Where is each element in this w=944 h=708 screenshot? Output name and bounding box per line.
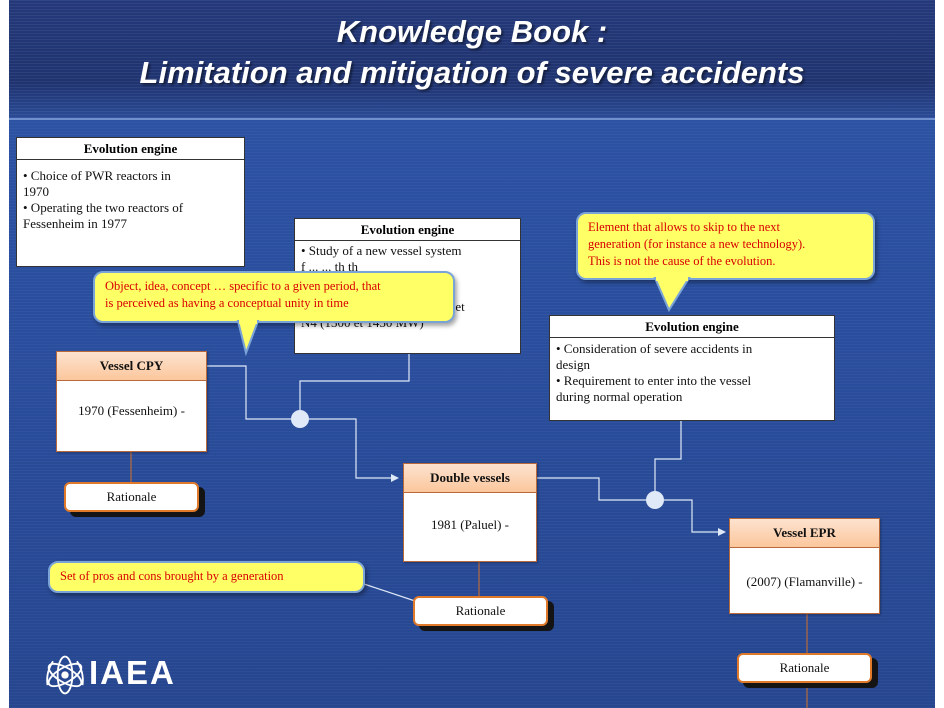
engine-item: • Choice of PWR reactors in [23, 168, 171, 183]
engine-item: f ... ... th th [301, 259, 359, 274]
generation-name: Vessel CPY [57, 352, 206, 381]
header-separator [9, 118, 935, 120]
engine-item: design [556, 357, 590, 372]
engine-item: • Operating the two reactors of [23, 200, 184, 215]
slide: Knowledge Book : Limitation and mitigati… [9, 0, 935, 708]
connector-double-to-epr [537, 477, 724, 533]
callout-line: Element that allows to skip to the next [588, 220, 780, 234]
engine-item: 1970 [23, 184, 49, 199]
generation-double-vessels: Double vessels 1981 (Paluel) - [403, 463, 537, 562]
callout-rationale: Set of pros and cons brought by a genera… [48, 561, 365, 593]
callout-engine: Element that allows to skip to the next … [576, 212, 875, 280]
connector-cpy-to-double [207, 365, 397, 479]
generation-name: Double vessels [404, 464, 536, 493]
generation-name: Vessel EPR [730, 519, 879, 548]
title-bar [9, 0, 935, 118]
evolution-engine-heading: Evolution engine [17, 138, 244, 160]
engine-item: during normal operation [556, 389, 683, 404]
callout-line: This is not the cause of the evolution. [588, 254, 776, 268]
generation-period: 1981 (Paluel) - [431, 517, 509, 532]
evolution-engine-heading: Evolution engine [295, 219, 520, 241]
callout-generation-pointer [236, 319, 260, 357]
generation-vessel-epr: Vessel EPR (2007) (Flamanville) - [729, 518, 880, 614]
arrowhead-double [391, 474, 399, 482]
slide-title-line-1: Knowledge Book : [336, 14, 608, 49]
junction-dot-1 [291, 410, 309, 428]
junction-dot-2 [646, 491, 664, 509]
callout-line: Object, idea, concept … specific to a gi… [105, 279, 381, 293]
evolution-engine-box-1: Evolution engine • Choice of PWR reactor… [16, 137, 245, 267]
callout-line: Set of pros and cons brought by a genera… [60, 569, 284, 583]
arrowhead-epr [718, 528, 726, 536]
rationale-button-cpy[interactable]: Rationale [64, 482, 199, 512]
generation-period: 1970 (Fessenheim) - [78, 403, 185, 418]
connector-engine2-to-junction [299, 353, 410, 419]
callout-line: generation (for instance a new technolog… [588, 237, 806, 251]
engine-item: • Requirement to enter into the vessel [556, 373, 752, 388]
generation-vessel-cpy: Vessel CPY 1970 (Fessenheim) - [56, 351, 207, 452]
iaea-logo-text: IAEA [89, 654, 176, 691]
evolution-engine-heading: Evolution engine [550, 316, 834, 338]
generation-period: (2007) (Flamanville) - [746, 574, 863, 589]
callout-generation: Object, idea, concept … specific to a gi… [93, 271, 455, 323]
evolution-engine-box-3: Evolution engine • Consideration of seve… [549, 315, 835, 421]
rationale-button-epr[interactable]: Rationale [737, 653, 872, 683]
connector-engine3-to-junction [654, 420, 682, 500]
rationale-button-double[interactable]: Rationale [413, 596, 548, 626]
engine-item: • Consideration of severe accidents in [556, 341, 753, 356]
callout-engine-pointer [653, 276, 691, 313]
engine-item: Fessenheim in 1977 [23, 216, 127, 231]
slide-title-line-2: Limitation and mitigation of severe acci… [139, 55, 805, 90]
engine-item: • Study of a new vessel system [301, 243, 462, 258]
callout-line: is perceived as having a conceptual unit… [105, 296, 349, 310]
iaea-emblem-icon [46, 655, 84, 695]
